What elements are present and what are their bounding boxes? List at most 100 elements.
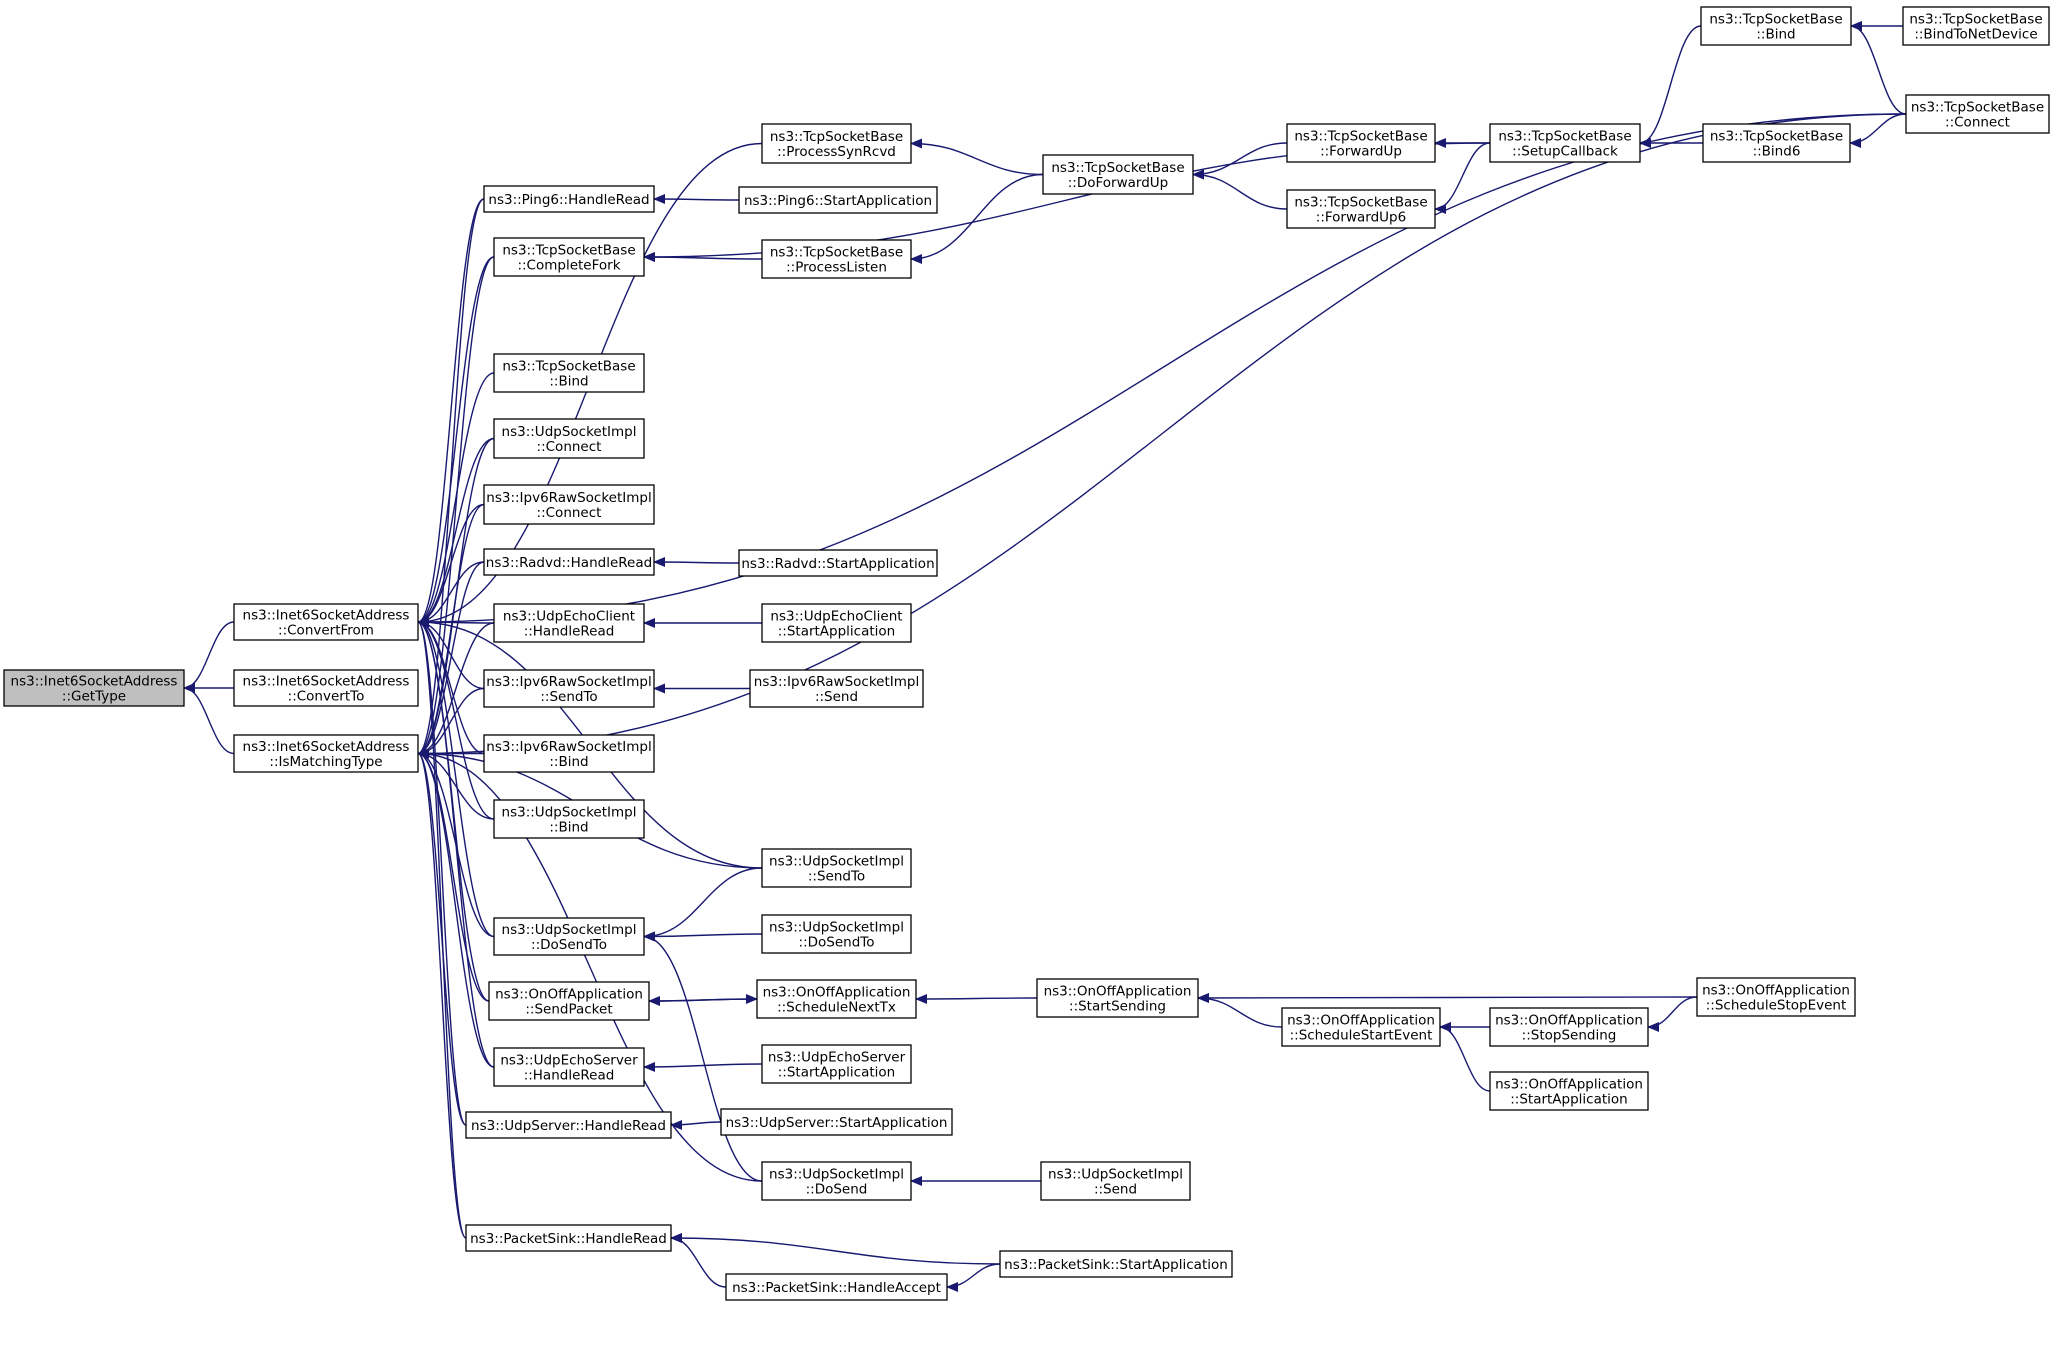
node-ipv6RawConnect[interactable]: ns3::Ipv6RawSocketImpl::Connect: [483, 484, 655, 525]
node-tcpBind2[interactable]: ns3::TcpSocketBase::Bind: [1700, 6, 1852, 46]
node-label: ::ScheduleStartEvent: [1290, 1028, 1433, 1044]
node-udpBind[interactable]: ns3::UdpSocketImpl::Bind: [493, 799, 645, 839]
node-box: [1042, 154, 1194, 195]
node-onoffSendPacket[interactable]: ns3::OnOffApplication::SendPacket: [488, 981, 650, 1021]
node-box: [1281, 1007, 1441, 1047]
node-label: ns3::TcpSocketBase: [1710, 129, 1843, 145]
node-label: ns3::PacketSink::HandleRead: [470, 1231, 667, 1247]
node-label: ns3::Radvd::StartApplication: [741, 556, 934, 572]
node-onoffScheduleStartEvent[interactable]: ns3::OnOffApplication::ScheduleStartEven…: [1281, 1007, 1441, 1047]
node-box: [761, 603, 912, 643]
node-convertTo[interactable]: ns3::Inet6SocketAddress::ConvertTo: [233, 669, 419, 707]
node-ipv6RawSend[interactable]: ns3::Ipv6RawSocketImpl::Send: [749, 669, 924, 708]
node-udpDoSendTo2[interactable]: ns3::UdpSocketImpl::DoSendTo: [761, 914, 912, 954]
node-label: ::ConvertTo: [288, 689, 365, 705]
call-edge-udpDoSendTo-to-convertFrom: [417, 617, 495, 938]
node-udpSend[interactable]: ns3::UdpSocketImpl::Send: [1040, 1161, 1191, 1201]
node-udpConnect[interactable]: ns3::UdpSocketImpl::Connect: [493, 418, 645, 459]
node-tcpProcessSynRcvd[interactable]: ns3::TcpSocketBase::ProcessSynRcvd: [761, 123, 912, 164]
node-box: [738, 186, 938, 214]
node-box: [493, 353, 645, 393]
node-onoffStartApp[interactable]: ns3::OnOffApplication::StartApplication: [1489, 1071, 1649, 1111]
node-label: ns3::UdpSocketImpl: [1048, 1167, 1183, 1183]
node-label: ::ScheduleNextTx: [777, 1000, 896, 1016]
node-label: ::ScheduleStopEvent: [1706, 998, 1847, 1014]
node-label: ns3::Inet6SocketAddress: [243, 739, 410, 755]
node-ping6HandleRead[interactable]: ns3::Ping6::HandleRead: [483, 185, 655, 213]
node-udpEchoClientStartApp[interactable]: ns3::UdpEchoClient::StartApplication: [761, 603, 912, 643]
node-udpDoSend[interactable]: ns3::UdpSocketImpl::DoSend: [761, 1161, 912, 1201]
node-tcpConnect[interactable]: ns3::TcpSocketBase::Connect: [1905, 94, 2050, 134]
node-tcpBindToNetDevice[interactable]: ns3::TcpSocketBase::BindToNetDevice: [1902, 6, 2050, 46]
call-edge-udpDoSendTo2-to-udpDoSendTo: [643, 931, 763, 942]
node-onoffStartSending[interactable]: ns3::OnOffApplication::StartSending: [1036, 978, 1199, 1018]
node-box: [1489, 123, 1641, 163]
node-box: [1036, 978, 1199, 1018]
node-getType[interactable]: ns3::Inet6SocketAddress::GetType: [3, 669, 185, 707]
node-label: ::HandleRead: [524, 1068, 615, 1084]
node-udpSendTo[interactable]: ns3::UdpSocketImpl::SendTo: [761, 848, 912, 888]
node-box: [233, 734, 419, 773]
node-udpServerStartApp[interactable]: ns3::UdpServer::StartApplication: [720, 1108, 953, 1136]
node-tcpForwardUp6[interactable]: ns3::TcpSocketBase::ForwardUp6: [1286, 189, 1436, 229]
node-box: [1700, 6, 1852, 46]
node-isMatchingType[interactable]: ns3::Inet6SocketAddress::IsMatchingType: [233, 734, 419, 773]
node-udpDoSendTo[interactable]: ns3::UdpSocketImpl::DoSendTo: [493, 917, 645, 956]
node-label: ns3::OnOffApplication: [1495, 1013, 1643, 1029]
node-label: ::Send: [815, 689, 858, 705]
node-onoffStopSending[interactable]: ns3::OnOffApplication::StopSending: [1489, 1007, 1649, 1047]
node-box: [725, 1273, 948, 1301]
call-edge-onoffScheduleStopEvent-to-onoffStopSending: [1647, 996, 1698, 1032]
node-label: ns3::UdpSocketImpl: [502, 424, 637, 440]
node-box: [3, 669, 185, 707]
node-box: [483, 548, 655, 576]
node-label: ::SendTo: [808, 869, 865, 885]
node-radvdStartApp[interactable]: ns3::Radvd::StartApplication: [738, 549, 938, 577]
node-tcpSetupCallback[interactable]: ns3::TcpSocketBase::SetupCallback: [1489, 123, 1641, 163]
node-label: ns3::TcpSocketBase: [1909, 12, 2042, 28]
node-radvdHandleRead[interactable]: ns3::Radvd::HandleRead: [483, 548, 655, 576]
node-label: ::Connect: [1945, 115, 2010, 131]
node-tcpDoForwardUp[interactable]: ns3::TcpSocketBase::DoForwardUp: [1042, 154, 1194, 195]
node-label: ns3::Inet6SocketAddress: [11, 674, 178, 690]
node-box: [1905, 94, 2050, 134]
node-tcpBind[interactable]: ns3::TcpSocketBase::Bind: [493, 353, 645, 393]
node-onoffScheduleStopEvent[interactable]: ns3::OnOffApplication::ScheduleStopEvent: [1696, 977, 1856, 1017]
node-ipv6RawBind[interactable]: ns3::Ipv6RawSocketImpl::Bind: [483, 734, 655, 773]
node-ping6StartApp[interactable]: ns3::Ping6::StartApplication: [738, 186, 938, 214]
call-edge-udpServerHandleRead-to-isMatchingType: [417, 748, 467, 1126]
node-box: [999, 1250, 1233, 1278]
node-tcpBind6[interactable]: ns3::TcpSocketBase::Bind6: [1702, 123, 1851, 163]
node-label: ::Bind: [549, 374, 588, 390]
node-box: [233, 603, 419, 641]
node-label: ns3::TcpSocketBase: [502, 243, 635, 259]
node-label: ::Bind: [1756, 27, 1795, 43]
node-label: ns3::TcpSocketBase: [1498, 129, 1631, 145]
node-tcpForwardUp[interactable]: ns3::TcpSocketBase::ForwardUp: [1286, 123, 1436, 163]
call-edge-tcpCompleteFork-to-convertFrom: [417, 256, 495, 627]
node-udpEchoClientHandleRead[interactable]: ns3::UdpEchoClient::HandleRead: [493, 603, 645, 643]
node-ipv6RawSendTo[interactable]: ns3::Ipv6RawSocketImpl::SendTo: [483, 669, 655, 708]
node-tcpCompleteFork[interactable]: ns3::TcpSocketBase::CompleteFork: [493, 237, 645, 277]
node-label: ::Bind6: [1753, 144, 1801, 160]
node-label: ns3::UdpSocketImpl: [769, 854, 904, 870]
node-box: [488, 981, 650, 1021]
node-udpServerHandleRead[interactable]: ns3::UdpServer::HandleRead: [465, 1111, 672, 1139]
node-label: ::ForwardUp6: [1316, 210, 1406, 226]
node-label: ::SetupCallback: [1512, 144, 1618, 160]
node-tcpProcessListen[interactable]: ns3::TcpSocketBase::ProcessListen: [761, 239, 912, 279]
call-edge-udpBind-to-convertFrom: [417, 617, 495, 820]
node-packetSinkHandleAccept[interactable]: ns3::PacketSink::HandleAccept: [725, 1273, 948, 1301]
node-label: ns3::TcpSocketBase: [1294, 195, 1427, 211]
node-udpEchoServerHandleRead[interactable]: ns3::UdpEchoServer::HandleRead: [493, 1047, 645, 1087]
node-box: [761, 123, 912, 164]
node-convertFrom[interactable]: ns3::Inet6SocketAddress::ConvertFrom: [233, 603, 419, 641]
node-onoffScheduleNextTx[interactable]: ns3::OnOffApplication::ScheduleNextTx: [756, 979, 917, 1019]
node-box: [493, 799, 645, 839]
node-box: [756, 979, 917, 1019]
node-packetSinkStartApp[interactable]: ns3::PacketSink::StartApplication: [999, 1250, 1233, 1278]
node-box: [761, 1044, 912, 1084]
call-edge-convertFrom-to-getType: [183, 621, 235, 693]
node-udpEchoServerStartApp[interactable]: ns3::UdpEchoServer::StartApplication: [761, 1044, 912, 1084]
node-packetSinkHandleRead[interactable]: ns3::PacketSink::HandleRead: [465, 1224, 672, 1252]
